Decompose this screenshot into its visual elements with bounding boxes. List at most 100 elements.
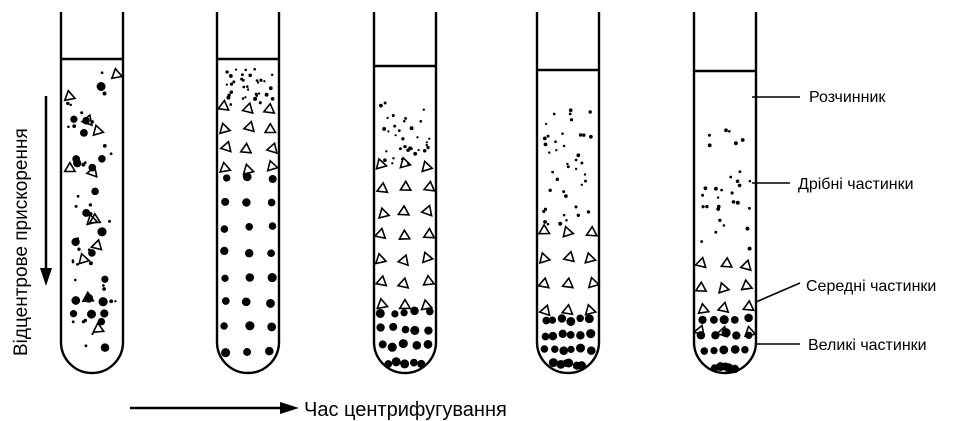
small-particle bbox=[253, 97, 257, 101]
small-particle bbox=[248, 73, 252, 77]
medium-particle bbox=[424, 182, 434, 191]
large-particle bbox=[410, 307, 419, 316]
small-particle bbox=[72, 124, 76, 128]
large-particle bbox=[564, 359, 573, 368]
small-particle bbox=[84, 344, 87, 347]
tube-5-particles bbox=[694, 128, 755, 373]
medium-particle bbox=[741, 260, 751, 270]
large-particle bbox=[243, 348, 251, 356]
small-particle bbox=[558, 222, 562, 226]
large-particle bbox=[97, 227, 106, 236]
small-particle bbox=[701, 194, 704, 197]
tube-4-particles bbox=[539, 108, 599, 370]
small-particle bbox=[230, 91, 233, 94]
small-particle bbox=[736, 180, 740, 184]
medium-particle bbox=[221, 142, 231, 152]
small-particle bbox=[66, 102, 69, 105]
small-particle bbox=[401, 137, 404, 140]
small-particle bbox=[399, 147, 402, 150]
large-particle bbox=[576, 315, 584, 323]
small-particle bbox=[555, 149, 557, 151]
large-particle bbox=[268, 273, 277, 282]
large-particle bbox=[379, 340, 387, 348]
large-particle bbox=[541, 345, 549, 353]
small-particle bbox=[716, 207, 720, 211]
small-particle bbox=[588, 110, 591, 113]
large-particle bbox=[551, 346, 558, 353]
large-particle bbox=[99, 297, 108, 306]
medium-particle bbox=[398, 255, 408, 265]
large-particle bbox=[221, 275, 228, 282]
small-particle bbox=[547, 135, 550, 138]
medium-particle bbox=[399, 230, 409, 239]
medium-particle bbox=[424, 276, 435, 285]
small-particle bbox=[556, 178, 559, 181]
small-particle bbox=[748, 207, 751, 210]
small-particle bbox=[542, 210, 545, 213]
large-particle bbox=[542, 333, 550, 341]
large-particle bbox=[566, 317, 575, 326]
small-particle bbox=[564, 194, 568, 198]
solvent-label: Розчинник bbox=[809, 89, 886, 106]
time-axis-label: Час центрифугування bbox=[304, 399, 507, 421]
small-particle bbox=[408, 146, 412, 150]
medium-particle bbox=[220, 163, 230, 173]
small-particle bbox=[265, 93, 269, 97]
small-particle bbox=[242, 97, 245, 100]
small-particle bbox=[554, 140, 557, 143]
large-particle bbox=[410, 359, 418, 367]
small-particle bbox=[417, 149, 419, 151]
small-particle bbox=[729, 176, 732, 179]
small-particle bbox=[723, 224, 726, 227]
large-particle bbox=[245, 223, 253, 231]
small-particle bbox=[419, 120, 422, 123]
small-particle bbox=[102, 284, 105, 287]
large-particle bbox=[376, 309, 385, 318]
large-particle bbox=[400, 309, 407, 316]
large-particle bbox=[426, 308, 434, 316]
small-particle bbox=[269, 86, 273, 90]
medium-particle bbox=[422, 161, 432, 171]
large-particle bbox=[220, 322, 227, 329]
small-particle bbox=[383, 158, 387, 162]
medium-particle bbox=[585, 253, 595, 263]
medium-particle bbox=[539, 278, 549, 288]
large-particle bbox=[698, 316, 706, 324]
large-particle bbox=[269, 222, 277, 230]
small-particle bbox=[81, 163, 85, 167]
small-particle bbox=[74, 279, 77, 282]
small-particle bbox=[226, 83, 228, 85]
small-particle bbox=[77, 195, 80, 198]
large-particle bbox=[576, 344, 585, 353]
small-particle bbox=[89, 261, 93, 265]
small-particle bbox=[392, 114, 395, 117]
large-particle bbox=[700, 347, 708, 355]
large-particle bbox=[73, 159, 81, 167]
small-particle bbox=[741, 138, 745, 142]
small-particle bbox=[580, 162, 583, 165]
large-particle bbox=[732, 331, 740, 339]
large-particle bbox=[267, 249, 275, 257]
small-particle bbox=[229, 74, 233, 78]
medium-particle bbox=[400, 300, 411, 309]
small-particle bbox=[738, 184, 742, 188]
small-particle bbox=[255, 94, 258, 97]
small-particle bbox=[258, 92, 260, 94]
small-particle bbox=[575, 168, 577, 170]
medium-particle bbox=[540, 253, 550, 263]
medium-particle bbox=[422, 206, 432, 216]
large-particle bbox=[549, 317, 556, 324]
small-particle bbox=[562, 190, 565, 193]
large-particle bbox=[243, 172, 252, 181]
medium-particles-label: Середні частинки bbox=[806, 278, 936, 295]
medium-particle bbox=[377, 183, 387, 192]
large-particle bbox=[101, 276, 108, 283]
small-particle bbox=[225, 70, 228, 73]
small-particle bbox=[577, 214, 580, 217]
small-particle bbox=[581, 184, 583, 186]
medium-particle bbox=[586, 305, 596, 315]
medium-particle bbox=[696, 282, 706, 291]
large-particle bbox=[221, 225, 229, 233]
small-particle bbox=[553, 113, 556, 116]
medium-particle bbox=[721, 258, 731, 267]
